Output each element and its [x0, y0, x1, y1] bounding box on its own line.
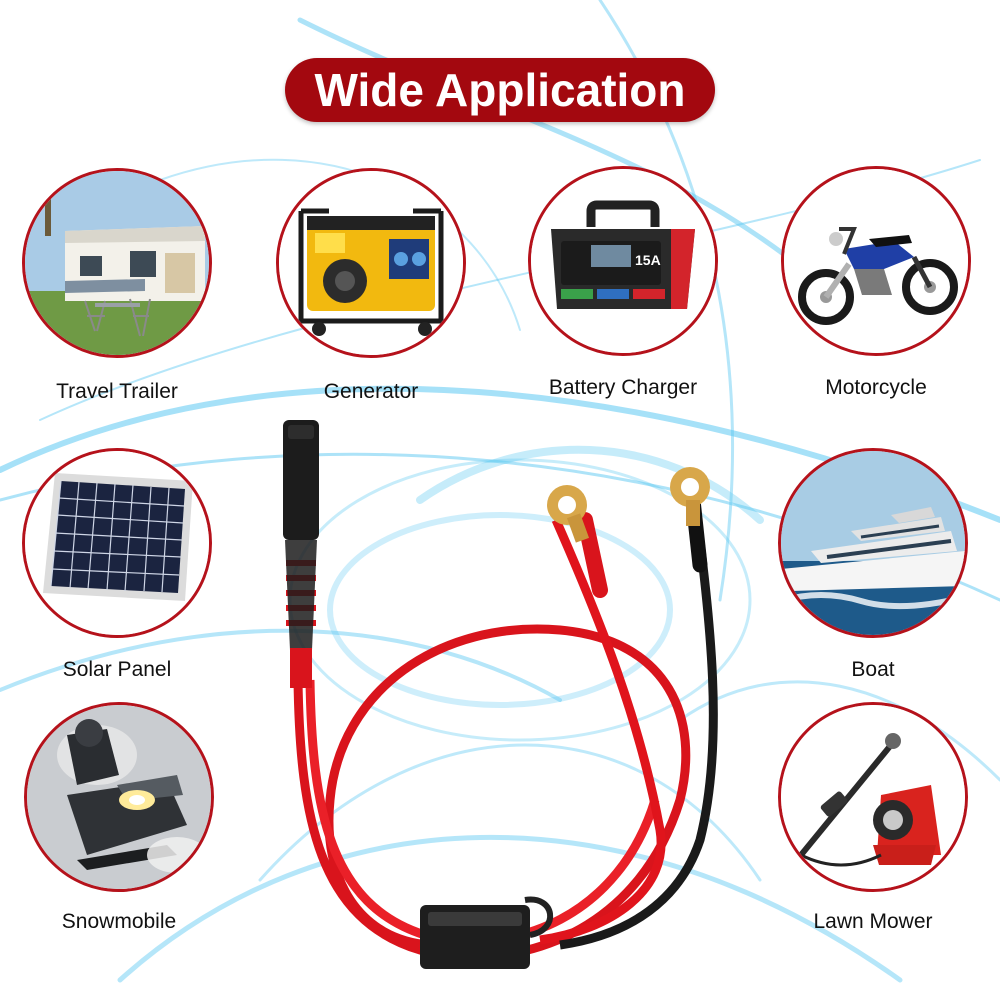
- red-ring-terminal: [547, 485, 590, 543]
- black-wire-lead: [559, 499, 718, 950]
- fuse-holder: [420, 896, 553, 969]
- red-wire-loop: [293, 624, 691, 961]
- lawn-mower-image: [778, 702, 968, 892]
- application-label: Boat: [851, 658, 895, 681]
- charger-display-text: 15A: [635, 252, 661, 268]
- red-wire-lead: [539, 518, 666, 945]
- application-label: Snowmobile: [61, 910, 177, 933]
- solar-panel-image: [22, 448, 212, 638]
- application-label: Generator: [323, 380, 419, 403]
- generator-image: [276, 168, 466, 358]
- application-label: Travel Trailer: [56, 380, 178, 403]
- battery-charger-image: 15A: [528, 166, 718, 356]
- travel-trailer-image: [22, 168, 212, 358]
- sae-connector: [283, 420, 319, 688]
- application-label: Lawn Mower: [813, 910, 933, 933]
- page-title: Wide Application: [285, 58, 715, 122]
- black-ring-terminal: [670, 467, 710, 526]
- red-heatshrink: [577, 512, 608, 598]
- application-label: Battery Charger: [548, 376, 698, 399]
- motorcycle-image: [781, 166, 971, 356]
- snowmobile-image: [24, 702, 214, 892]
- application-label: Motorcycle: [825, 376, 927, 399]
- application-label: Solar Panel: [62, 658, 172, 681]
